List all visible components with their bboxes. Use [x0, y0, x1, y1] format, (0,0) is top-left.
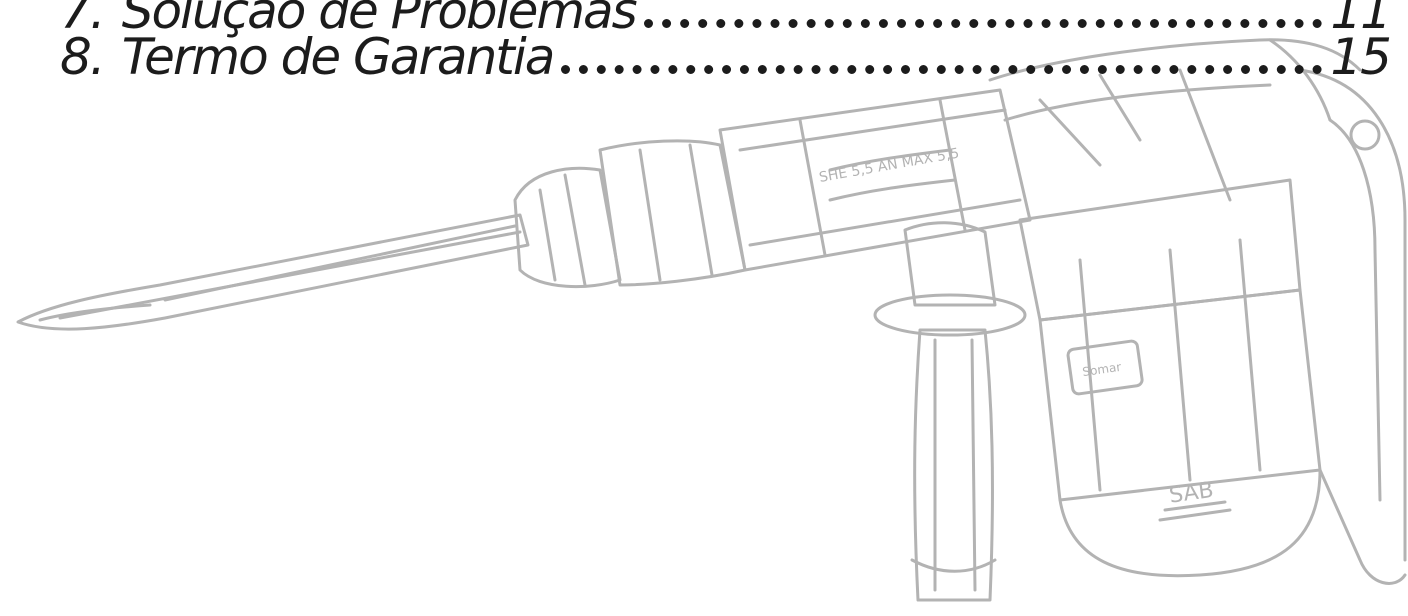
toc-entry-8[interactable]: 8. Termo de Garantia 15: [60, 10, 1392, 86]
toc-dot-leader: [643, 19, 1323, 28]
toc-entry-title: Solução de Problemas: [121, 0, 638, 40]
hammer-barrel: SHE 5,5 AN MAX 5,5: [718, 88, 1032, 272]
toc-entry-7[interactable]: 7. Solução de Problemas 11: [60, 0, 1392, 40]
toc-entry-number: 8.: [60, 28, 106, 86]
side-handle: [873, 221, 1027, 602]
chisel-bit: [16, 213, 530, 331]
barrel-text: SHE 5,5 AN MAX 5,5: [818, 146, 961, 186]
hammer-chuck: [513, 139, 747, 288]
toc-entry-page: 11: [1330, 0, 1392, 40]
toc-entry-number: 7.: [60, 0, 106, 40]
label-plate-text: Somar: [1082, 360, 1123, 379]
motor-housing: Somar SAB: [1018, 178, 1322, 578]
toc-dot-leader: [561, 65, 1323, 74]
rear-handle: [1298, 68, 1407, 585]
toc-entry-page: 15: [1330, 28, 1392, 86]
top-handle: [988, 38, 1362, 202]
toc-entry-title: Termo de Garantia: [121, 28, 556, 86]
